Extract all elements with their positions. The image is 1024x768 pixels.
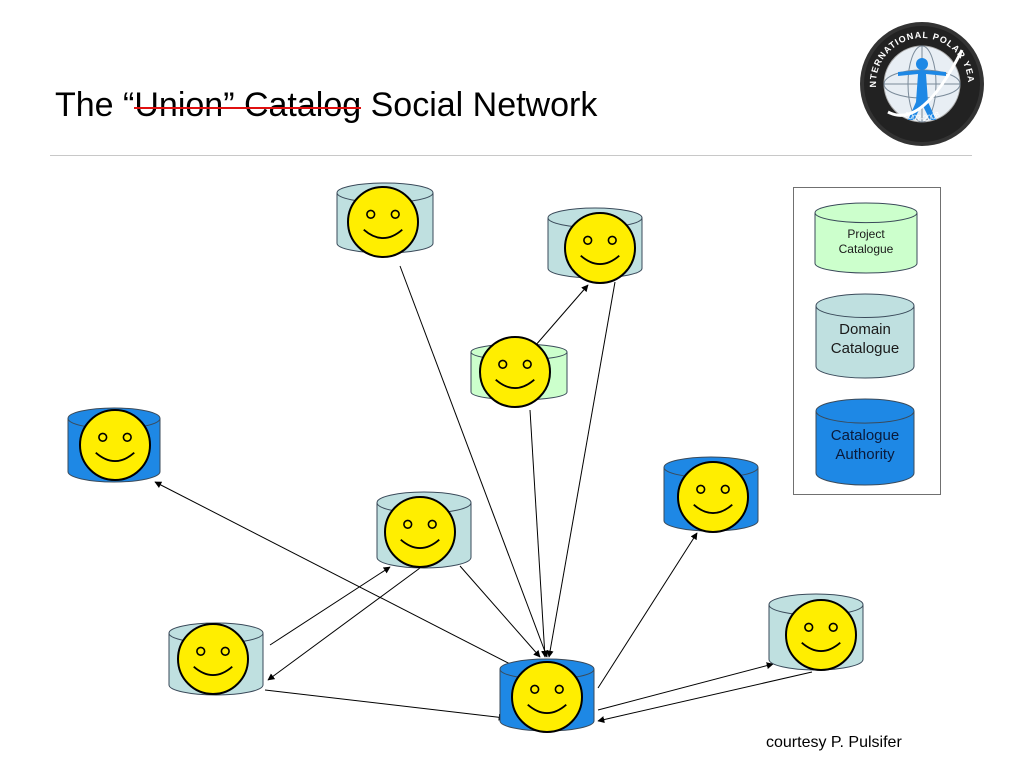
edge-n5-to-n7	[267, 567, 421, 681]
node-n4-authority	[67, 407, 161, 483]
edge-n3-to-n9	[529, 409, 549, 658]
legend-domain-line: Domain	[839, 321, 891, 339]
node-n1-domain	[336, 182, 434, 258]
logo-ring-bottom: 2007-2008	[903, 110, 942, 123]
legend-domain-cylinder	[815, 293, 915, 379]
edge-n9-to-n4	[154, 481, 511, 665]
logo-figure	[898, 58, 946, 120]
legend-authority-cylinder	[815, 398, 915, 486]
edge-n9-to-n8	[597, 662, 774, 711]
legend-project-line: Project	[847, 227, 885, 241]
edge-n1-to-n9	[399, 265, 549, 658]
node-n2-domain	[547, 207, 643, 284]
smiley-face-icon	[677, 461, 749, 533]
legend-shapes	[814, 202, 918, 486]
legend-authority-line: Authority	[835, 446, 895, 463]
edge-n7-to-n5	[269, 566, 391, 646]
legend-domain-line: Catalogue	[830, 340, 900, 357]
svg-text:2007-2008: 2007-2008	[903, 110, 942, 123]
node-n6-authority	[663, 456, 759, 533]
smiley-face-icon	[347, 186, 419, 258]
edge-layer	[154, 265, 813, 724]
smiley-face-icon	[785, 599, 857, 671]
credit-text: courtesy P. Pulsifer	[766, 734, 902, 751]
edge-n9-to-n6	[597, 532, 698, 689]
smiley-face-icon	[79, 409, 151, 481]
node-n9-authority	[499, 658, 595, 733]
legend-project-line: Catalogue	[838, 242, 894, 256]
title-struck-text: Union” Catalog	[134, 86, 362, 124]
legend-project-cylinder	[814, 202, 918, 274]
title-divider	[50, 155, 972, 156]
smiley-face-icon	[564, 212, 636, 284]
title-suffix: Social Network	[361, 86, 598, 124]
edge-n7-to-n9	[264, 689, 506, 721]
edge-n3-to-n2	[534, 284, 589, 347]
node-n8-domain	[768, 593, 864, 671]
title-prefix: The “	[55, 86, 135, 124]
node-n3-project	[470, 336, 568, 408]
node-layer	[67, 182, 864, 733]
smiley-face-icon	[511, 661, 583, 733]
node-n5-domain	[376, 491, 472, 569]
legend-authority-line: Catalogue	[830, 427, 900, 445]
edge-n8-to-n9	[597, 671, 813, 724]
node-n7-domain	[168, 622, 264, 696]
edge-n2-to-n9	[546, 281, 616, 658]
smiley-face-icon	[384, 496, 456, 568]
smiley-face-icon	[177, 623, 249, 695]
smiley-face-icon	[479, 336, 551, 408]
edge-n5-to-n9	[459, 565, 541, 658]
slide-title: The “Union” Catalog Social Network	[55, 86, 597, 125]
ipy-logo: INTERNATIONAL POLAR YEAR 2007-2008	[858, 20, 984, 146]
